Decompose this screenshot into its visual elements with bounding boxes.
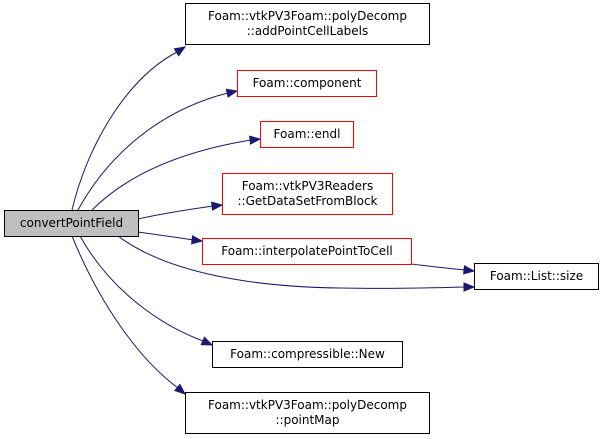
node-pointMap: Foam::vtkPV3Foam::polyDecomp::pointMap [185,392,430,434]
arrowhead-icon [200,336,214,346]
arrowhead-icon [463,282,476,292]
node-label: Foam::endl [274,127,341,141]
arrowhead-icon [463,265,476,275]
arrowhead-icon [225,88,239,98]
edge-line [410,263,466,271]
node-label: Foam::vtkPV3Foam::polyDecomp [208,398,407,412]
arrowhead-icon [211,201,224,211]
edge-convertPointField-to-component [77,88,239,211]
node-box [202,238,412,265]
edge-line [71,235,179,389]
node-label: ::pointMap [275,413,339,427]
arrowhead-icon [249,135,262,145]
node-New: Foam::compressible::New [212,341,403,368]
arrowhead-icon [173,383,187,395]
node-addPointCellLabels: Foam::vtkPV3Foam::polyDecomp::addPointCe… [185,3,430,45]
node-component[interactable]: Foam::component [237,70,377,97]
edge-line [91,139,252,211]
node-convertPointField: convertPointField [4,210,139,237]
call-graph-nodes: convertPointFieldFoam::vtkPV3Foam::polyD… [4,3,599,434]
arrowhead-icon [173,46,187,57]
edge-line [71,51,178,211]
node-box [222,173,393,215]
node-label: ::GetDataSetFromBlock [237,194,377,208]
node-box [237,70,377,97]
node-label: Foam::interpolatePointToCell [221,244,393,258]
edge-line [137,231,194,241]
edge-interpolatePointToCell-to-size [410,263,476,275]
edge-convertPointField-to-New [79,235,214,346]
edge-line [79,235,204,342]
node-label: convertPointField [20,216,123,230]
node-label: Foam::vtkPV3Foam::polyDecomp [208,9,407,23]
node-box [4,210,139,237]
edge-line [117,235,466,289]
edge-convertPointField-to-size [117,235,476,292]
edge-convertPointField-to-interpolatePointToCell [137,231,204,245]
edge-convertPointField-to-endl [91,135,262,211]
node-endl[interactable]: Foam::endl [260,121,354,148]
node-box [260,121,354,148]
node-label: Foam::List::size [490,269,583,283]
node-GetDataSetFromBlock[interactable]: Foam::vtkPV3Readers::GetDataSetFromBlock [222,173,393,215]
node-label: Foam::component [253,76,362,90]
node-box [185,392,430,434]
node-interpolatePointToCell[interactable]: Foam::interpolatePointToCell [202,238,412,265]
node-box [212,341,403,368]
node-label: Foam::vtkPV3Readers [242,179,374,193]
node-box [185,3,430,45]
edge-line [137,205,214,220]
node-size: Foam::List::size [474,263,599,290]
edge-line [77,92,229,211]
edge-convertPointField-to-addPointCellLabels [71,46,187,211]
node-label: ::addPointCellLabels [247,24,369,38]
edge-convertPointField-to-pointMap [71,235,187,395]
call-graph-edges [71,46,476,395]
edge-convertPointField-to-GetDataSetFromBlock [137,201,224,220]
node-label: Foam::compressible::New [230,347,385,361]
node-box [474,263,599,290]
arrowhead-icon [191,235,204,245]
